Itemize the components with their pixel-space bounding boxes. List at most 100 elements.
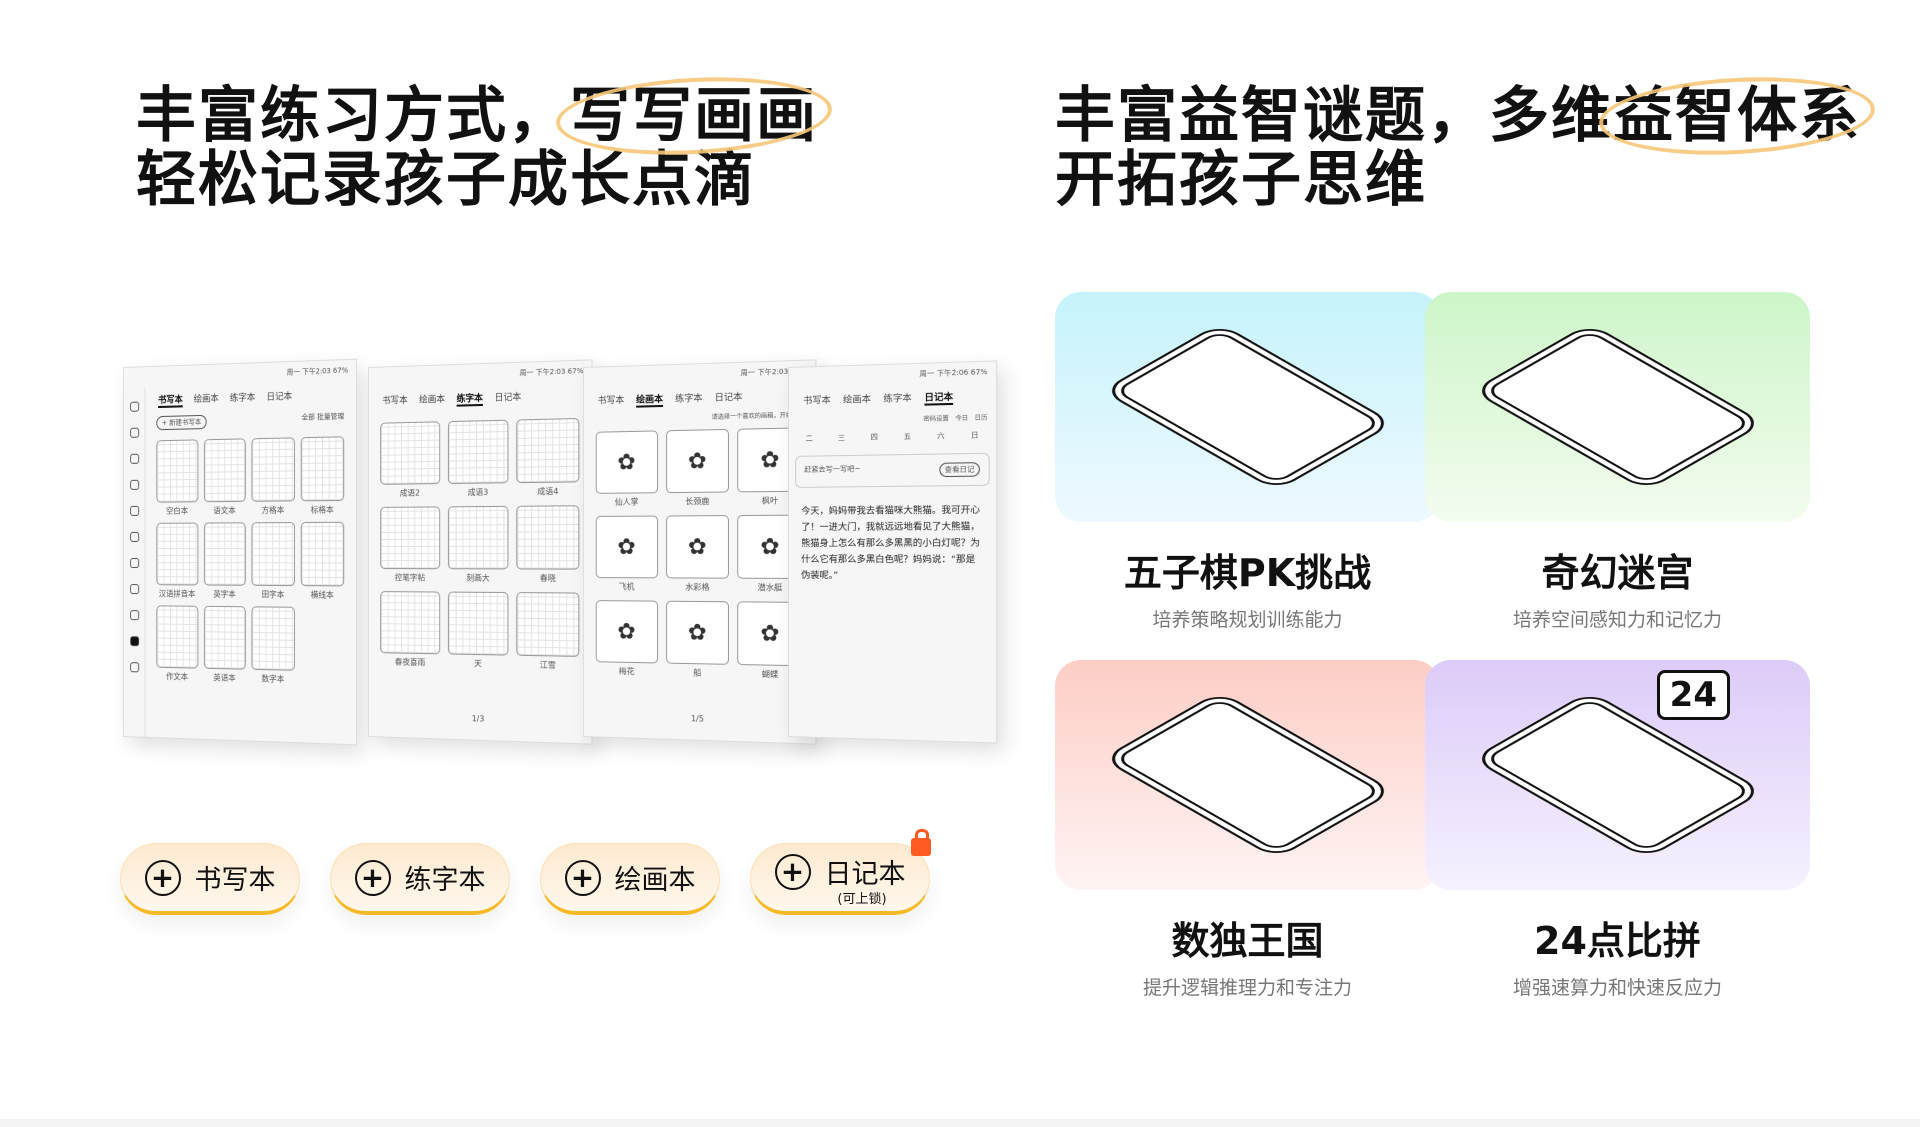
tab-calligraphy[interactable]: 练字本	[457, 391, 483, 407]
game-subtitle: 提升逻辑推理力和专注力	[1055, 973, 1440, 1000]
notebook-label: 作文本	[166, 671, 188, 683]
notebook-item[interactable]: 控笔字帖	[380, 506, 440, 583]
notebook-label: 天	[474, 658, 482, 669]
tab-drawing[interactable]: 绘画本	[636, 392, 663, 408]
batch-manage[interactable]: 批量管理	[317, 412, 344, 421]
notebook-item[interactable]: 成语2	[380, 421, 440, 499]
tab-drawing[interactable]: 绘画本	[419, 392, 445, 408]
tab-calligraphy[interactable]: 练字本	[230, 390, 255, 406]
game-board-icon	[1483, 330, 1752, 484]
drawing-template-thumbnail: ✿	[596, 600, 658, 663]
diary-prompt: 赶紧去写一写吧~	[804, 464, 860, 479]
notebook-label: 田字本	[262, 589, 285, 601]
game-card-maze[interactable]	[1425, 292, 1810, 522]
lock-icon	[911, 838, 931, 856]
tab-diary[interactable]: 日记本	[715, 390, 743, 406]
password-settings[interactable]: 密码设置	[923, 413, 949, 423]
view-diary-button[interactable]: 查看日记	[939, 462, 980, 477]
game-title: 奇幻迷宫	[1425, 542, 1810, 597]
calendar-button[interactable]: 日历	[975, 412, 988, 422]
notebook-label: 英字本	[213, 589, 235, 600]
notebook-label: 数字本	[262, 673, 285, 685]
game-card-gomoku[interactable]	[1055, 292, 1440, 522]
notebook-item[interactable]: 英字本	[203, 522, 245, 600]
new-writing-book-button[interactable]: + 书写本	[120, 843, 300, 915]
game-subtitle: 培养策略规划训练能力	[1055, 605, 1440, 632]
notebook-item[interactable]: 空白本	[156, 439, 198, 516]
notebook-label: 春晓	[540, 573, 556, 584]
today-button[interactable]: 今日	[955, 413, 968, 423]
drawing-template-thumbnail: ✿	[666, 601, 730, 665]
new-drawing-book-button[interactable]: + 绘画本	[540, 843, 720, 915]
notebook-thumbnail	[517, 505, 580, 569]
notebook-thumbnail	[300, 522, 344, 587]
notebook-item[interactable]: 汉语拼音本	[156, 523, 198, 600]
game-card-sudoku[interactable]	[1055, 660, 1440, 890]
tab-writing[interactable]: 书写本	[598, 393, 625, 409]
notebook-item[interactable]: 刻画大	[448, 506, 509, 584]
notebook-item[interactable]: 春晓	[517, 505, 580, 584]
notebook-item[interactable]: 作文本	[156, 605, 198, 683]
maze-illustration	[1425, 292, 1810, 522]
notebook-item[interactable]: ✿飞机	[596, 516, 658, 593]
heading-text: 开拓孩子思维	[1055, 148, 1861, 212]
heading-highlight: 益智体系	[1613, 84, 1861, 148]
notebook-thumbnail	[203, 606, 245, 670]
heading-highlight: 写写画画	[570, 84, 818, 148]
sudoku-illustration	[1055, 660, 1440, 890]
notebook-item[interactable]: ✿船	[666, 601, 730, 680]
tablet-diary: 周一 下午2:06 67% 书写本 绘画本 练字本 日记本 密码设置 今日 日历…	[788, 360, 997, 743]
notebook-thumbnail	[448, 506, 509, 570]
notebook-item[interactable]: 语文本	[203, 438, 245, 516]
drawing-template-thumbnail: ✿	[596, 430, 658, 493]
notebook-item[interactable]: ✿水彩格	[666, 515, 730, 593]
notebook-label: 横线本	[311, 589, 334, 601]
tab-writing[interactable]: 书写本	[803, 393, 831, 409]
new-notebook-button[interactable]: + 新建书写本	[156, 415, 206, 430]
tablet-writing: 周一 下午2:03 67% 书写本 绘画本 练字本 日记本 + 新建书写本 全部…	[123, 359, 357, 746]
notebook-item[interactable]: ✿仙人掌	[596, 430, 658, 507]
notebook-item[interactable]: 数字本	[251, 606, 294, 685]
notebook-item[interactable]: 横线本	[300, 522, 344, 601]
plus-circle-icon: +	[355, 860, 391, 896]
notebook-item[interactable]: ✿长颈鹿	[666, 429, 730, 507]
notebook-item[interactable]: 标格本	[300, 436, 344, 516]
new-calligraphy-book-button[interactable]: + 练字本	[330, 843, 510, 915]
sidebar	[124, 387, 146, 737]
notebook-item[interactable]: ✿梅花	[596, 600, 658, 678]
notebook-item[interactable]: 成语4	[517, 418, 580, 498]
weekday-label: 日	[971, 430, 979, 440]
notebook-thumbnail	[156, 439, 198, 502]
game-subtitle: 增强速算力和快速反应力	[1425, 973, 1810, 1000]
game-card-24-points[interactable]: 24	[1425, 660, 1810, 890]
new-diary-button[interactable]: + 日记本 (可上锁)	[750, 843, 930, 915]
notebook-item[interactable]: 方格本	[251, 437, 294, 516]
tab-diary[interactable]: 日记本	[267, 389, 293, 405]
notebook-item[interactable]: 天	[448, 592, 509, 670]
tab-drawing[interactable]: 绘画本	[843, 392, 871, 408]
heading-text: 丰富益智谜题，多维	[1055, 81, 1613, 151]
notebook-item[interactable]: 英语本	[203, 606, 245, 684]
pager[interactable]: 1/3	[369, 711, 592, 727]
tab-diary[interactable]: 日记本	[495, 390, 522, 406]
tab-writing[interactable]: 书写本	[382, 393, 408, 409]
tab-drawing[interactable]: 绘画本	[194, 391, 219, 407]
notebook-item[interactable]: 田字本	[251, 522, 294, 601]
game-board-icon	[1113, 330, 1382, 484]
weekday-label: 四	[871, 432, 878, 442]
number-badge: 24	[1657, 670, 1730, 720]
notebook-item[interactable]: 江雪	[517, 592, 580, 671]
tab-calligraphy[interactable]: 练字本	[884, 391, 912, 407]
tab-writing[interactable]: 书写本	[158, 392, 183, 408]
notebook-item[interactable]: 成语3	[448, 420, 509, 499]
notebook-item[interactable]: 春夜喜雨	[380, 591, 440, 668]
tablet-calligraphy: 周一 下午2:03 67% 书写本 绘画本 练字本 日记本 成语2成语3成语4控…	[368, 359, 593, 744]
tab-diary[interactable]: 日记本	[924, 390, 953, 406]
filter-all[interactable]: 全部	[301, 413, 314, 422]
notebook-thumbnail	[251, 437, 294, 501]
tab-calligraphy[interactable]: 练字本	[675, 391, 702, 407]
notebook-thumbnail	[517, 418, 580, 483]
pager[interactable]: 1/5	[584, 711, 815, 727]
notebook-label: 方格本	[262, 505, 285, 516]
notebook-label: 刻画大	[466, 572, 489, 583]
